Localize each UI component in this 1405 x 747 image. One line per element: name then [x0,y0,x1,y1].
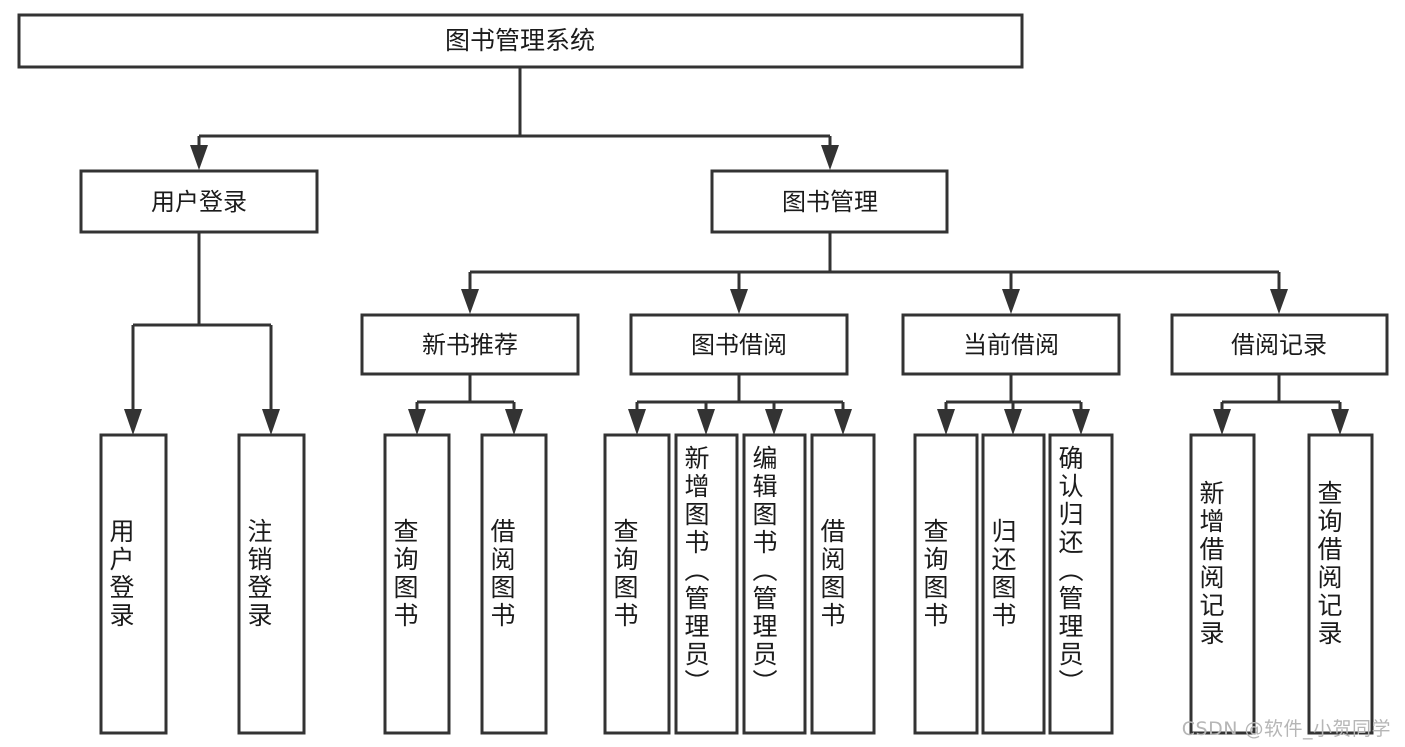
arrowhead-newbook-leaf-1 [408,409,426,435]
arrowhead-currentborrow-leaf-2 [1004,409,1022,435]
leaf-box-borrow-query[interactable] [603,433,671,735]
arrowhead-userlogin-leaf-1 [124,409,142,435]
arrowhead-userlogin-leaf-2 [262,409,280,435]
arrowhead-bookborrow-leaf-4 [834,409,852,435]
leaf-box-record-add[interactable] [1189,433,1256,735]
node-new-book-label: 新书推荐 [422,331,518,359]
node-root[interactable]: 图书管理系统 [17,13,1024,69]
leaf-box-borrow-edit-admin[interactable] [742,433,807,735]
arrowhead-bookborrow-leaf-2 [697,409,715,435]
node-book-borrow[interactable]: 图书借阅 [629,313,849,376]
leaf-label-current-confirm-admin: 确认归还（管理员） [1055,445,1084,697]
leaf-box-current-confirm-admin[interactable] [1048,433,1114,735]
leaf-box-borrow-add-admin[interactable] [674,433,739,735]
arrowhead-bookborrow-leaf-1 [628,409,646,435]
node-root-box[interactable] [17,13,1024,69]
arrowhead-borrowrecord-leaf-1 [1213,409,1231,435]
leaf-box-logout[interactable] [237,433,306,735]
arrowhead-to-user-login [190,145,208,170]
leaf-label-user-login: 用户登录 [106,518,135,630]
node-new-book[interactable]: 新书推荐 [360,313,580,376]
leaf-box-newbook-query[interactable] [383,433,451,735]
arrowhead-to-book-borrow [730,289,748,314]
node-book-management[interactable]: 图书管理 [710,169,949,234]
node-borrow-record-label: 借阅记录 [1231,331,1327,359]
node-user-login[interactable]: 用户登录 [79,169,319,234]
leaf-box-newbook-borrow[interactable] [480,433,548,735]
node-current-borrow-label: 当前借阅 [963,331,1059,359]
leaf-label-current-return: 归还图书 [988,518,1017,630]
arrowhead-to-borrow-record [1270,289,1288,314]
arrowhead-to-current-borrow [1002,289,1020,314]
leaf-box-borrow-borrow[interactable] [810,433,876,735]
leaf-box-current-query[interactable] [913,433,979,735]
leaf-label-current-query: 查询图书 [920,518,949,630]
leaf-label-borrow-add-admin: 新增图书（管理员） [681,445,710,697]
arrowhead-currentborrow-leaf-1 [937,409,955,435]
leaf-box-record-query[interactable] [1307,433,1374,735]
node-new-book-box[interactable] [360,313,580,376]
leaf-label-newbook-query: 查询图书 [390,518,419,630]
leaf-label-newbook-borrow: 借阅图书 [487,518,516,630]
node-borrow-record[interactable]: 借阅记录 [1170,313,1389,376]
arrowhead-bookborrow-leaf-3 [765,409,783,435]
node-root-label: 图书管理系统 [445,26,595,55]
node-book-borrow-box[interactable] [629,313,849,376]
node-book-borrow-label: 图书借阅 [691,331,787,359]
leaf-label-record-add: 新增借阅记录 [1196,480,1225,648]
leaf-label-borrow-query: 查询图书 [610,518,639,630]
leaf-box-user-login[interactable] [99,433,168,735]
leaf-label-record-query: 查询借阅记录 [1314,480,1343,648]
leaf-box-current-return[interactable] [981,433,1046,735]
leaf-label-borrow-borrow: 借阅图书 [817,518,846,630]
node-user-login-label: 用户登录 [151,188,247,216]
arrowhead-to-book-management [821,145,839,170]
node-book-management-label: 图书管理 [782,188,878,216]
node-current-borrow[interactable]: 当前借阅 [901,313,1121,376]
leaf-label-logout: 注销登录 [244,518,273,630]
node-current-borrow-box[interactable] [901,313,1121,376]
watermark-text: CSDN @软件_小贺同学 [1181,718,1391,740]
leaf-label-borrow-edit-admin: 编辑图书（管理员） [749,445,778,697]
arrowhead-to-new-book [461,289,479,314]
arrowhead-currentborrow-leaf-3 [1072,409,1090,435]
arrowhead-newbook-leaf-2 [505,409,523,435]
arrowhead-borrowrecord-leaf-2 [1331,409,1349,435]
